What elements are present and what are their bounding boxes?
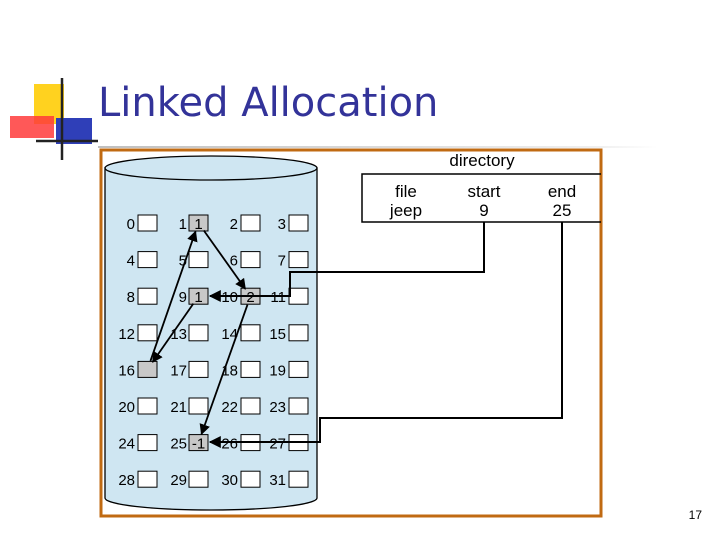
disk-block-8: [137, 287, 158, 305]
block-number-1: 1: [179, 216, 187, 233]
disk-top: [104, 155, 318, 181]
start-pointer-arrow: [208, 222, 485, 302]
disk-block-14: [240, 324, 261, 342]
disk-block-11: [288, 287, 309, 305]
block-number-25: 25: [170, 436, 187, 453]
directory-header-end: end: [548, 182, 576, 201]
block-pointer-value-1: 1: [194, 216, 202, 233]
chain-arrows: [149, 229, 249, 436]
slide-logo: [10, 78, 98, 160]
disk-block-6: [240, 251, 261, 269]
block-number-5: 5: [179, 253, 187, 270]
directory-table: directory file start end jeep 9 25: [361, 151, 601, 223]
title-underline: [98, 146, 658, 148]
block-number-15: 15: [269, 326, 286, 343]
block-number-9: 9: [179, 289, 187, 306]
block-number-19: 19: [269, 362, 286, 379]
block-number-31: 31: [269, 472, 286, 489]
disk-block-30: [240, 470, 261, 488]
block-number-26: 26: [221, 436, 238, 453]
block-number-10: 10: [221, 289, 238, 306]
block-number-7: 7: [278, 253, 286, 270]
end-pointer-arrow: [208, 222, 563, 448]
block-number-3: 3: [278, 216, 286, 233]
disk-block-17: [188, 360, 209, 378]
disk-block-2: [240, 214, 261, 232]
block-number-17: 17: [170, 362, 187, 379]
disk-block-25: [188, 434, 209, 452]
slide-title: Linked Allocation: [98, 80, 439, 126]
block-number-30: 30: [221, 472, 238, 489]
block-number-8: 8: [127, 289, 135, 306]
disk-block-20: [137, 397, 158, 415]
chain-arrow-1-to-10: [202, 229, 247, 290]
directory-box: [361, 173, 601, 223]
disk-block-3: [288, 214, 309, 232]
block-pointer-value-25: -1: [192, 436, 205, 453]
disk-block-13: [188, 324, 209, 342]
directory-end-value: 25: [553, 201, 572, 220]
block-number-29: 29: [170, 472, 187, 489]
block-pointer-value-10: 2: [246, 289, 254, 306]
block-pointer-value-9: 1: [194, 289, 202, 306]
disk-block-31: [288, 470, 309, 488]
chain-arrow-16-to-1: [149, 230, 198, 362]
disk-block-21: [188, 397, 209, 415]
block-number-2: 2: [230, 216, 238, 233]
disk-block-0: [137, 214, 158, 232]
directory-header-start: start: [467, 182, 500, 201]
directory-start-value: 9: [479, 201, 488, 220]
disk-block-15: [288, 324, 309, 342]
block-number-28: 28: [118, 472, 135, 489]
logo-red-bar: [10, 116, 54, 138]
block-number-20: 20: [118, 399, 135, 416]
block-number-11: 11: [270, 289, 286, 306]
disk-block-28: [137, 470, 158, 488]
disk-block-4: [137, 251, 158, 269]
disk-block-18: [240, 360, 261, 378]
disk-block-1: [188, 214, 209, 232]
disk-block-29: [188, 470, 209, 488]
block-number-6: 6: [230, 253, 238, 270]
block-number-24: 24: [118, 436, 135, 453]
directory-file-value: jeep: [389, 201, 422, 220]
chain-arrow-10-to-25: [199, 304, 249, 436]
chain-arrow-9-to-16: [151, 303, 195, 363]
disk-block-19: [288, 360, 309, 378]
block-number-0: 0: [127, 216, 135, 233]
block-number-22: 22: [221, 399, 238, 416]
disk-block-24: [137, 434, 158, 452]
block-number-16: 16: [118, 362, 135, 379]
disk-block-22: [240, 397, 261, 415]
page-number: 17: [688, 508, 702, 522]
block-number-4: 4: [127, 253, 135, 270]
block-number-21: 21: [170, 399, 187, 416]
block-number-12: 12: [118, 326, 135, 343]
disk-block-16: [137, 360, 158, 378]
disk-block-9: [188, 287, 209, 305]
block-number-27: 27: [269, 436, 286, 453]
disk-block-23: [288, 397, 309, 415]
disk-block-5: [188, 251, 209, 269]
directory-header-file: file: [395, 182, 417, 201]
block-number-14: 14: [221, 326, 238, 343]
disk-block-7: [288, 251, 309, 269]
disk-block-12: [137, 324, 158, 342]
directory-label: directory: [449, 151, 515, 170]
disk-cylinder: [104, 155, 318, 511]
block-number-23: 23: [269, 399, 286, 416]
